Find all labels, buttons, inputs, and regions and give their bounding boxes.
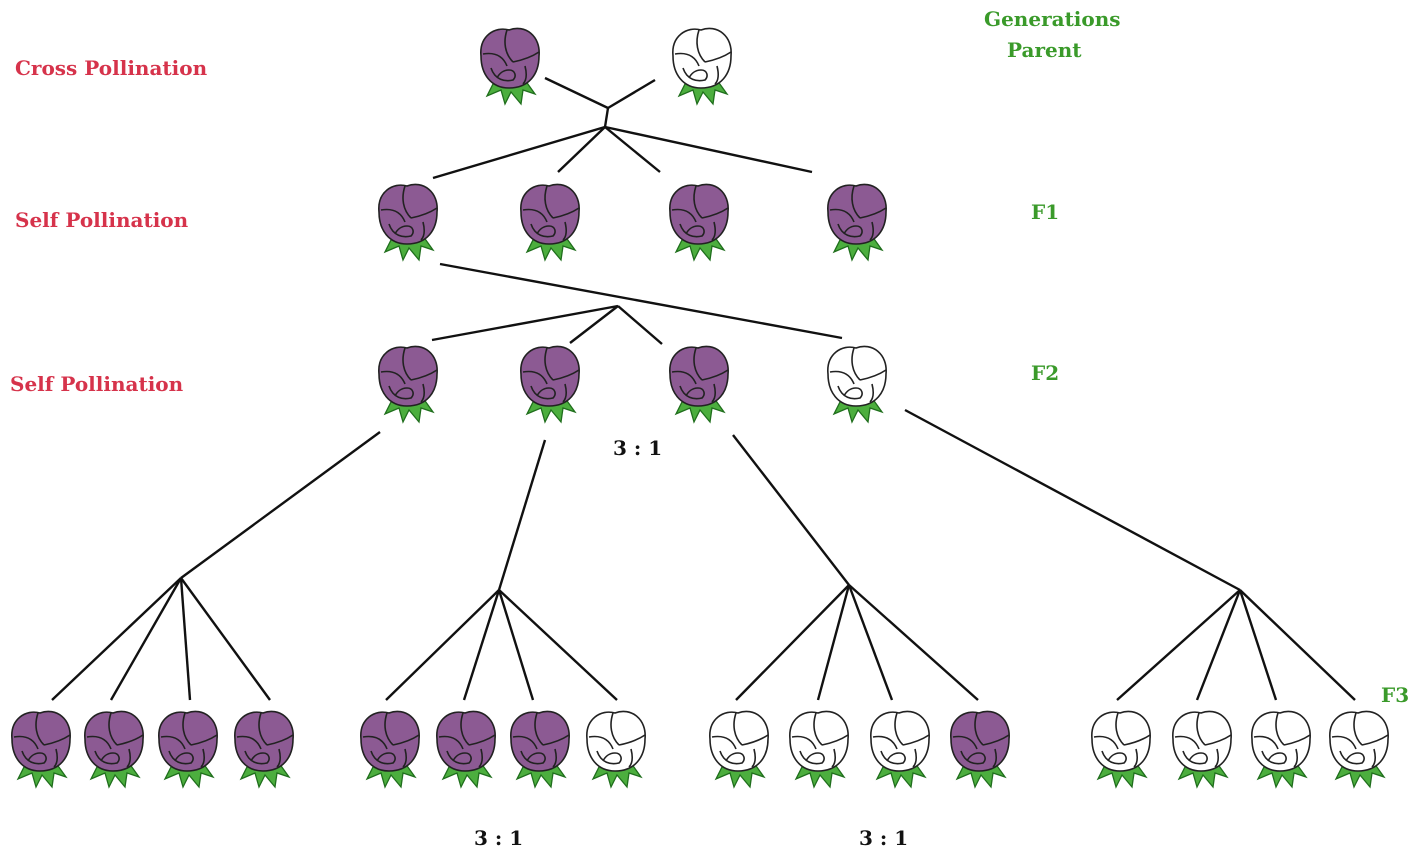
connector-line-16 xyxy=(180,577,271,701)
connector-line-7 xyxy=(604,125,813,174)
f3-generation-label: F3 xyxy=(1381,683,1410,707)
connector-line-30 xyxy=(1238,589,1278,701)
connector-line-8 xyxy=(439,262,843,340)
generations-label: Generations xyxy=(984,7,1121,31)
f3-flower-purple-1 xyxy=(11,710,71,788)
parent-generation-label: Parent xyxy=(1007,38,1082,62)
flowers-layer xyxy=(11,27,1389,788)
f2-flower-white-4 xyxy=(827,345,887,423)
connector-lines xyxy=(51,76,1356,701)
cross-pollination-label: Cross Pollination xyxy=(15,56,208,80)
parent-flower-purple-1 xyxy=(480,27,540,105)
connector-line-20 xyxy=(497,589,535,701)
connector-line-9 xyxy=(431,304,619,342)
f3-flower-purple-3 xyxy=(158,710,218,788)
f3-flower-purple-12 xyxy=(950,710,1010,788)
self-pollination-label-1: Self Pollination xyxy=(15,208,189,232)
connector-line-29 xyxy=(1195,589,1242,701)
connector-line-31 xyxy=(1239,589,1356,701)
f1-flower-purple-2 xyxy=(520,183,580,261)
connector-line-18 xyxy=(385,589,500,701)
connector-line-2 xyxy=(607,78,656,110)
parent-flower-white-2 xyxy=(672,27,732,105)
f2-flower-purple-3 xyxy=(669,345,729,423)
connector-line-12 xyxy=(180,431,381,579)
f3-flower-white-14 xyxy=(1172,710,1232,788)
connector-line-19 xyxy=(462,589,501,701)
self-pollination-label-2: Self Pollination xyxy=(10,372,184,396)
f3-flower-white-10 xyxy=(789,710,849,788)
connector-line-25 xyxy=(847,584,894,701)
f3-flower-white-11 xyxy=(870,710,930,788)
connector-line-11 xyxy=(617,305,663,345)
f3-ratio-label-left: 3 : 1 xyxy=(474,826,524,850)
f1-generation-label: F1 xyxy=(1031,200,1060,224)
f1-flower-purple-3 xyxy=(669,183,729,261)
f3-ratio-label-right: 3 : 1 xyxy=(859,826,909,850)
f2-generation-label: F2 xyxy=(1031,361,1060,385)
f3-flower-purple-6 xyxy=(436,710,496,788)
connector-line-26 xyxy=(848,584,979,701)
f3-flower-purple-7 xyxy=(510,710,570,788)
connector-line-6 xyxy=(604,126,661,173)
f2-ratio-label: 3 : 1 xyxy=(613,436,663,460)
connector-line-14 xyxy=(109,577,183,701)
f3-flower-purple-4 xyxy=(234,710,294,788)
connector-line-28 xyxy=(1116,589,1241,701)
connector-line-4 xyxy=(432,125,606,180)
f3-flower-white-13 xyxy=(1091,710,1151,788)
connector-line-1 xyxy=(544,76,609,110)
connector-line-17 xyxy=(497,439,547,591)
connector-line-21 xyxy=(498,589,618,701)
connector-line-5 xyxy=(557,126,606,173)
connector-line-24 xyxy=(816,584,851,701)
connector-line-23 xyxy=(735,584,850,701)
connector-line-27 xyxy=(904,408,1241,592)
f3-flower-purple-2 xyxy=(84,710,144,788)
connector-line-22 xyxy=(732,434,850,586)
connector-line-10 xyxy=(569,305,619,344)
f1-flower-purple-1 xyxy=(378,183,438,261)
f3-flower-white-16 xyxy=(1329,710,1389,788)
f1-flower-purple-4 xyxy=(827,183,887,261)
f2-flower-purple-1 xyxy=(378,345,438,423)
f3-flower-white-9 xyxy=(709,710,769,788)
connector-line-15 xyxy=(179,577,192,701)
connector-line-13 xyxy=(51,577,182,701)
f3-flower-white-8 xyxy=(586,710,646,788)
connector-line-3 xyxy=(603,107,610,128)
f3-flower-purple-5 xyxy=(360,710,420,788)
f3-flower-white-15 xyxy=(1251,710,1311,788)
f2-flower-purple-2 xyxy=(520,345,580,423)
